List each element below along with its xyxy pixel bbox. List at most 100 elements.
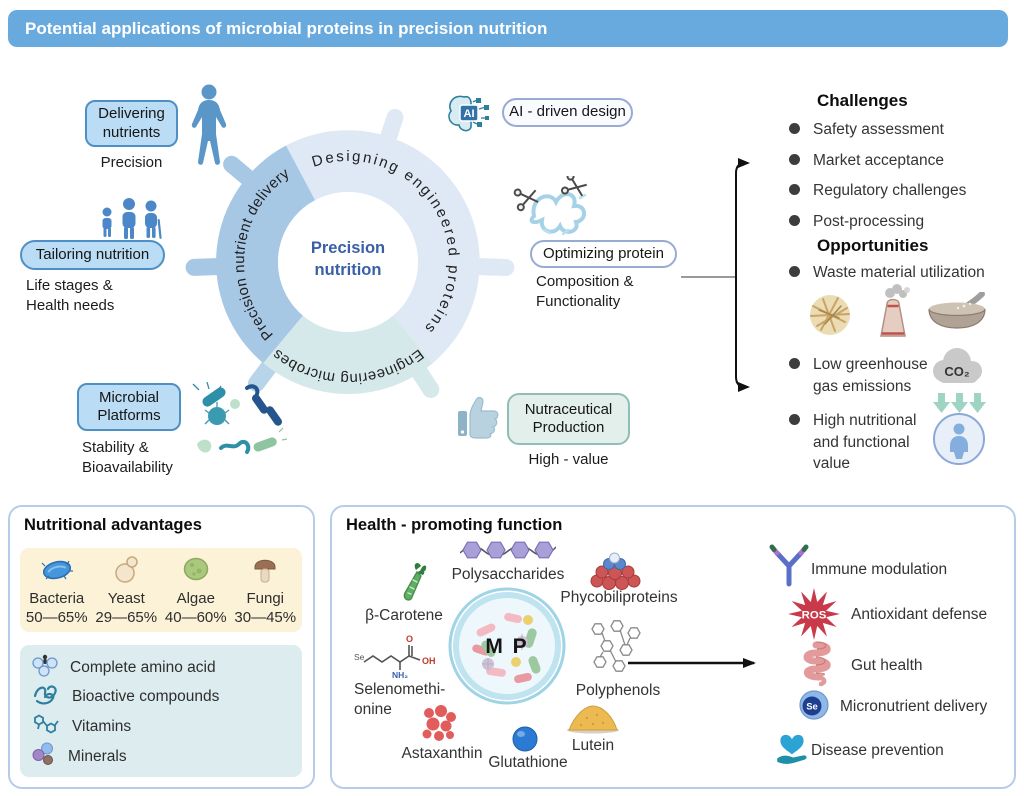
stub-ai [380, 109, 404, 145]
straw-icon [805, 292, 855, 343]
stub-nutraceutical [411, 364, 440, 398]
emission-down-arrows-icon [933, 393, 987, 420]
node-delivering-nutrients: Delivering nutrients [85, 100, 178, 147]
challenge-label: Safety assessment [813, 121, 944, 138]
components-box: Complete amino acid Bioactive compounds [20, 645, 302, 777]
antibody-icon [767, 544, 811, 593]
component-row: Bioactive compounds [32, 682, 290, 711]
ring-segment-delivery [216, 145, 316, 364]
caption-stability: Stability & Bioavailability [82, 439, 173, 476]
se-label: Se [806, 702, 818, 713]
arrow-to-opportunities [735, 277, 750, 392]
source-bacteria: Bacteria 50—65% [26, 555, 88, 626]
label-gut-health: Gut health [851, 657, 923, 674]
astaxanthin-icon [420, 705, 458, 748]
phycobiliproteins-icon [588, 552, 642, 595]
ring-center [278, 192, 418, 332]
node-tailoring-nutrition: Tailoring nutrition [20, 240, 165, 270]
ros-burst-icon: ROS [787, 588, 841, 645]
stub-tailoring [185, 258, 225, 276]
source-name: Bacteria [29, 589, 85, 607]
label-selenomethionine: Selenomethi- onine [354, 681, 446, 719]
challenge-label: Regulatory challenges [813, 182, 967, 200]
source-range: 30—45% [234, 609, 297, 626]
source-range: 50—65% [25, 608, 88, 626]
amino-acid-icon [32, 653, 58, 682]
challenge-item: Market acceptance [789, 150, 966, 172]
selenium-sphere-icon: Se [798, 689, 830, 726]
node-ai-driven-design: AI - driven design [502, 98, 633, 127]
stub-delivering [223, 155, 256, 186]
node-nutraceutical-production: Nutraceutical Production [507, 393, 630, 445]
caption-life-stages: Life stages & Health needs [26, 277, 115, 314]
component-label: Complete amino acid [70, 658, 216, 676]
yeast-icon [111, 555, 141, 588]
polysaccharides-icon [459, 540, 557, 566]
challenges-heading: Challenges [817, 91, 908, 110]
source-yeast: Yeast 29—65% [95, 555, 157, 626]
source-algae: Algae 40—60% [165, 555, 227, 626]
family-icon [98, 197, 164, 246]
node-microbial-platforms: Microbial Platforms [77, 383, 181, 431]
source-name: Yeast [107, 589, 145, 607]
nutritional-advantages-panel: Nutritional advantages Bacteria 50—65% [8, 505, 315, 789]
source-range: 40—60% [164, 608, 227, 626]
opportunity-item-greenhouse: Low greenhouse gas emissions [789, 354, 928, 397]
component-row: Vitamins [32, 711, 290, 742]
algae-icon [182, 555, 210, 588]
nutritional-heading: Nutritional advantages [24, 516, 202, 534]
bullet-icon [789, 184, 800, 196]
bullet-icon [789, 266, 800, 277]
health-heading: Health - promoting function [346, 516, 563, 534]
node-optimizing-protein: Optimizing protein [530, 240, 677, 268]
health-function-panel: Health - promoting function [330, 505, 1016, 789]
atom-oh: OH [422, 656, 436, 666]
ring-segment-engineering [263, 315, 433, 394]
minerals-icon [32, 742, 56, 771]
ros-label: ROS [802, 610, 827, 622]
co2-cloud-icon: CO₂ [928, 344, 986, 395]
label-micronutrient-delivery: Micronutrient delivery [840, 698, 988, 715]
opportunity-item-value: High nutritional and functional value [789, 410, 916, 475]
bullet-icon [789, 215, 800, 227]
atom-o: O [406, 634, 413, 644]
challenge-label: Post-processing [813, 213, 925, 231]
stub-optimizing [471, 258, 515, 276]
bullet-icon [789, 414, 800, 425]
label-antioxidant-defense: Antioxidant defense [851, 606, 988, 623]
pouring-bowl-icon [924, 291, 992, 339]
ring-segment-designing [286, 130, 480, 364]
mp-label: M P [485, 635, 528, 658]
atom-nh2: NH₂ [392, 670, 408, 679]
atom-se: Se [354, 652, 365, 662]
co2-label: CO₂ [944, 364, 970, 379]
challenge-item: Post-processing [789, 211, 966, 233]
lutein-icon [565, 702, 621, 739]
arrow-to-functions [628, 658, 756, 668]
label-glutathione: Glutathione [488, 754, 568, 771]
polyphenols-icon [586, 619, 646, 682]
component-label: Bioactive compounds [72, 687, 220, 705]
label-polyphenols: Polyphenols [575, 682, 661, 699]
person-circle-icon [931, 411, 987, 472]
vitamins-icon [32, 711, 60, 742]
bullet-icon [789, 123, 800, 134]
heart-hand-icon [773, 729, 811, 772]
beta-carotene-icon [392, 560, 428, 609]
arrow-to-challenges [735, 158, 750, 277]
cycle-diagram: Designing engineered proteins Engineerin… [185, 109, 750, 398]
caption-composition: Composition & Functionality [536, 273, 634, 310]
mushroom-icon [252, 554, 278, 588]
label-lutein: Lutein [571, 737, 615, 754]
figure-title: Potential applications of microbial prot… [8, 10, 1008, 47]
bacteria-icon [38, 555, 76, 588]
microbes-icon [187, 381, 288, 469]
opportunity-label: Low greenhouse gas emissions [813, 356, 928, 395]
challenge-label: Market acceptance [813, 151, 944, 169]
caption-high-value: High - value [528, 451, 609, 468]
bullet-icon [789, 358, 800, 369]
component-row: Minerals [32, 742, 290, 771]
center-label-line2: nutrition [315, 261, 382, 279]
ai-icon-text: AI [464, 108, 475, 120]
